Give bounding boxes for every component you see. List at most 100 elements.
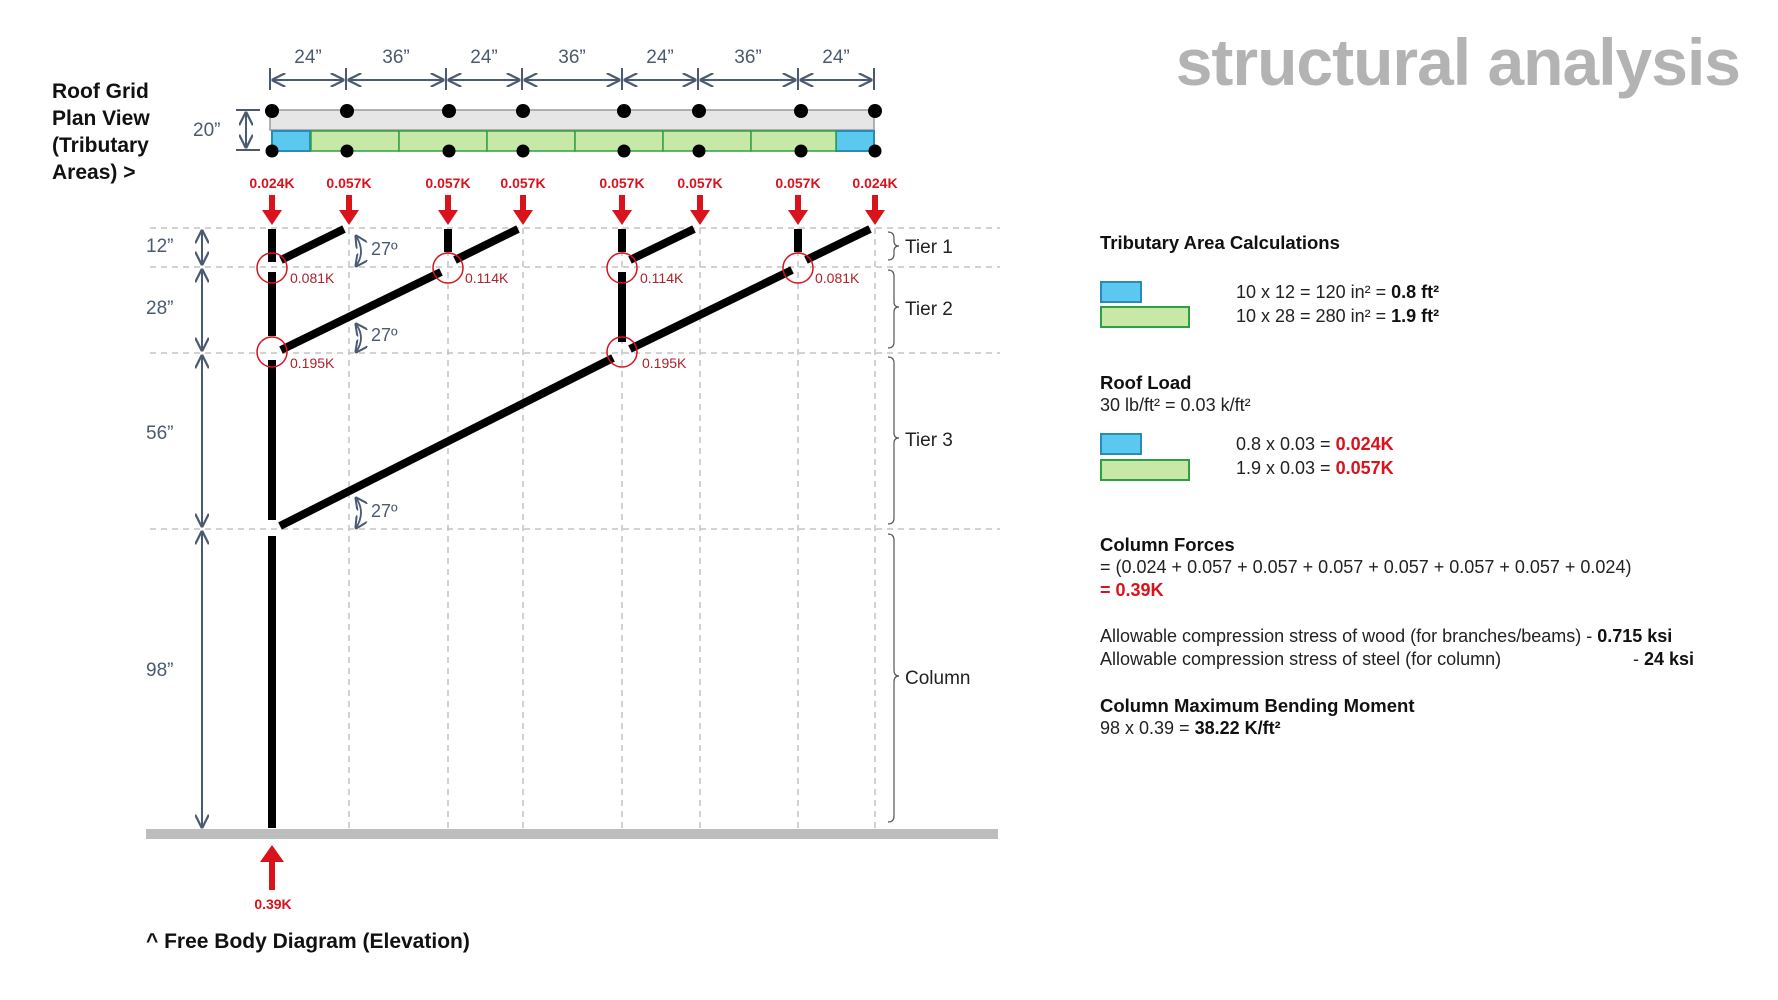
load-label: 0.057K (425, 175, 470, 191)
elevation-dim-label: 98” (146, 660, 173, 681)
plan-depth-dimension (236, 109, 260, 151)
wood-stress-line: Allowable compression stress of wood (fo… (1100, 625, 1760, 648)
elevation-dim-label: 12” (146, 236, 173, 257)
grid-nodes (265, 104, 882, 158)
point-loads: 0.024K 0.057K 0.057K 0.057K 0.057K 0.057… (249, 175, 898, 225)
plan-spacing-label: 36” (558, 47, 585, 68)
calc-expr: 98 x 0.39 = (1100, 718, 1195, 738)
calc-expr: 10 x 28 = 280 in² = (1236, 306, 1392, 326)
column-forces-result: = 0.39K (1100, 580, 1164, 600)
load-label: 0.057K (775, 175, 820, 191)
roof-green-line: 1.9 x 0.03 = 0.057K (1236, 457, 1394, 480)
calc-result: 1.9 ft² (1391, 306, 1440, 326)
tier1-branch (804, 225, 872, 264)
elevation-dim-label: 28” (146, 298, 173, 319)
reaction-label: 0.39K (254, 896, 291, 912)
plan-spacing-label: 24” (294, 47, 321, 68)
tributary-heading: Tributary Area Calculations (1100, 232, 1340, 253)
load-label: 0.057K (500, 175, 545, 191)
elevation-dim-label: 56” (146, 423, 173, 444)
legend-swatch-green (1100, 459, 1190, 481)
tier3-branch (278, 354, 615, 530)
node-force-label: 0.081K (290, 270, 335, 286)
plan-spacing-label: 36” (382, 47, 409, 68)
tributary-area-end (835, 130, 875, 152)
plan-caption-line: Plan View (52, 107, 150, 130)
plan-view: 24” 36” 24” 36” 24” 36” 24” 20” (193, 47, 882, 158)
column-forces-line: = (0.024 + 0.057 + 0.057 + 0.057 + 0.057… (1100, 557, 1632, 577)
tributary-calc-block: Tributary Area Calculations 10 x 12 = 12… (1100, 231, 1760, 328)
ground (146, 829, 998, 839)
tributary-green-line: 10 x 28 = 280 in² = 1.9 ft² (1236, 305, 1439, 328)
plan-spacing-label: 24” (470, 47, 497, 68)
plan-caption-line: (Tributary (52, 134, 149, 157)
load-arrows (262, 195, 885, 225)
page-title: structural analysis (1175, 25, 1741, 99)
node-force-label: 0.081K (815, 270, 860, 286)
plan-caption-line: Areas) > (52, 161, 136, 184)
roof-strip (269, 109, 875, 131)
column-forces-heading: Column Forces (1100, 534, 1235, 555)
stress-value: 0.715 ksi (1597, 626, 1673, 646)
load-label: 0.057K (677, 175, 722, 191)
plan-spacing-label: 36” (734, 47, 761, 68)
tier-label: Column (905, 668, 970, 689)
column-forces-block: Column Forces = (0.024 + 0.057 + 0.057 +… (1100, 533, 1760, 602)
tributary-blue-line: 10 x 12 = 120 in² = 0.8 ft² (1236, 281, 1439, 304)
stress-dash: - (1581, 626, 1598, 646)
roof-blue-line: 0.8 x 0.03 = 0.024K (1236, 433, 1394, 456)
stress-label: Allowable compression stress of wood (fo… (1100, 626, 1582, 646)
elevation-grid (150, 227, 1000, 830)
angle-label: 27º (371, 501, 398, 521)
load-label: 0.057K (599, 175, 644, 191)
stress-value-wrap: - 24 ksi (1633, 648, 1694, 671)
plan-caption: Roof Grid Plan View (Tributary Areas) > (52, 78, 150, 186)
legend-swatch-blue (1100, 433, 1142, 455)
tier1-branch (453, 225, 520, 264)
bending-moment-block: Column Maximum Bending Moment 98 x 0.39 … (1100, 694, 1760, 740)
calc-result: 0.024K (1335, 434, 1394, 454)
calc-result: 0.057K (1335, 458, 1394, 478)
plan-depth-label: 20” (193, 120, 220, 141)
calc-result: 0.8 ft² (1391, 282, 1440, 302)
angle-arcs (356, 236, 361, 528)
tributary-areas-middle (310, 130, 837, 152)
load-label: 0.057K (326, 175, 371, 191)
joint-circles (256, 252, 814, 368)
tributary-area-end (271, 130, 311, 152)
reaction-arrow (260, 845, 284, 890)
legend-swatch-green (1100, 306, 1190, 328)
allowable-stress-block: Allowable compression stress of wood (fo… (1100, 625, 1760, 671)
roof-load-block: Roof Load 30 lb/ft² = 0.03 k/ft² 0.8 x 0… (1100, 371, 1760, 481)
plan-caption-line: Roof Grid (52, 80, 149, 103)
tier-label: Tier 3 (905, 430, 953, 451)
calc-expr: 0.8 x 0.03 = (1236, 434, 1336, 454)
node-force-label: 0.195K (290, 355, 335, 371)
fbd-caption: ^ Free Body Diagram (Elevation) (146, 930, 470, 953)
tier1-branch (279, 225, 346, 264)
tier1-branch (628, 225, 696, 264)
node-force-label: 0.114K (465, 270, 509, 286)
tier-label: Tier 1 (905, 237, 953, 258)
angle-label: 27º (371, 239, 398, 259)
steel-stress-line: Allowable compression stress of steel (f… (1100, 648, 1760, 671)
tier2-branch (628, 266, 794, 353)
stress-label: Allowable compression stress of steel (f… (1100, 649, 1502, 669)
calc-expr: 10 x 12 = 120 in² = (1236, 282, 1392, 302)
calc-result: 38.22 K/ft² (1194, 718, 1281, 738)
roof-load-line: 30 lb/ft² = 0.03 k/ft² (1100, 395, 1251, 415)
load-label: 0.024K (249, 175, 294, 191)
legend-swatch-blue (1100, 281, 1142, 303)
angle-label: 27º (371, 325, 398, 345)
tier2-branch (279, 268, 443, 354)
bending-moment-line: 98 x 0.39 = 38.22 K/ft² (1100, 717, 1760, 740)
tier-label: Tier 2 (905, 299, 953, 320)
plan-spacing-label: 24” (822, 47, 849, 68)
node-force-label: 0.195K (642, 355, 687, 371)
bending-moment-heading: Column Maximum Bending Moment (1100, 695, 1415, 716)
calc-expr: 1.9 x 0.03 = (1236, 458, 1336, 478)
stress-dash: - (1633, 649, 1644, 669)
node-force-label: 0.114K (640, 270, 684, 286)
structure-members (268, 225, 872, 828)
